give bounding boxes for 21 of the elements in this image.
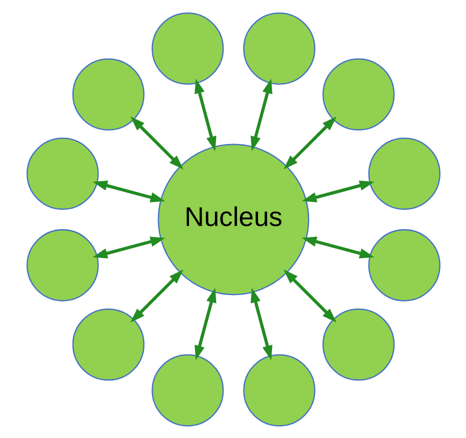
node-circle [151,354,224,426]
arrow [283,116,336,169]
node-circle [26,228,98,301]
node-circle [242,12,315,84]
arrow [301,180,374,202]
arrow [194,287,216,360]
arrow [92,236,165,258]
arrow [194,78,216,151]
node-circle [368,137,440,210]
node-circle [26,137,98,210]
node-circle [368,228,440,301]
arrow [283,269,336,322]
arrow [250,78,272,151]
arrow [130,116,183,169]
node-circle: Nucleus [157,143,309,295]
node-circle [242,354,315,426]
arrow [301,236,374,258]
arrow [250,287,272,360]
node-circle [151,12,224,84]
arrow [92,180,165,202]
arrow [130,269,183,322]
